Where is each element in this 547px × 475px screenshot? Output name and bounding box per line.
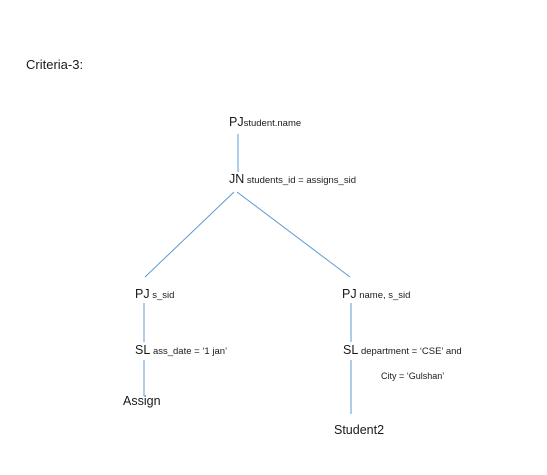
operator-label: SL [135, 343, 151, 357]
right-selection-node: SL department = ‘CSE’ and [343, 344, 462, 358]
node-expression: s_sid [152, 290, 175, 301]
left-projection-node: PJ s_sid [135, 288, 174, 302]
left-selection-node: SL ass_date = ‘1 jan’ [135, 344, 227, 358]
join-node: JN students_id = assigns_sid [229, 173, 356, 187]
diagram-title: Criteria-3: [26, 57, 84, 72]
operator-label: PJ [342, 287, 357, 301]
left-relation-assign: Assign [123, 394, 161, 408]
node-expression: ass_date = ‘1 jan’ [152, 346, 228, 357]
right-relation-student2: Student2 [334, 423, 385, 437]
edge-join-to-right-project [236, 191, 351, 278]
root-projection-node: PJstudent.name [229, 116, 301, 130]
operator-label: SL [343, 343, 359, 357]
operator-label: PJ [135, 287, 150, 301]
right-projection-node: PJ name, s_sid [342, 288, 410, 302]
operator-label: JN [229, 172, 245, 186]
right-selection-continuation: City = ‘Gulshan’ [381, 371, 445, 381]
edge-join-to-left-project [144, 191, 235, 278]
node-expression: students_id = assigns_sid [246, 175, 356, 186]
node-expression: name, s_sid [359, 290, 411, 301]
node-expression: student.name [243, 118, 302, 129]
node-expression: department = ‘CSE’ and [360, 346, 462, 357]
operator-label: PJ [229, 115, 244, 129]
